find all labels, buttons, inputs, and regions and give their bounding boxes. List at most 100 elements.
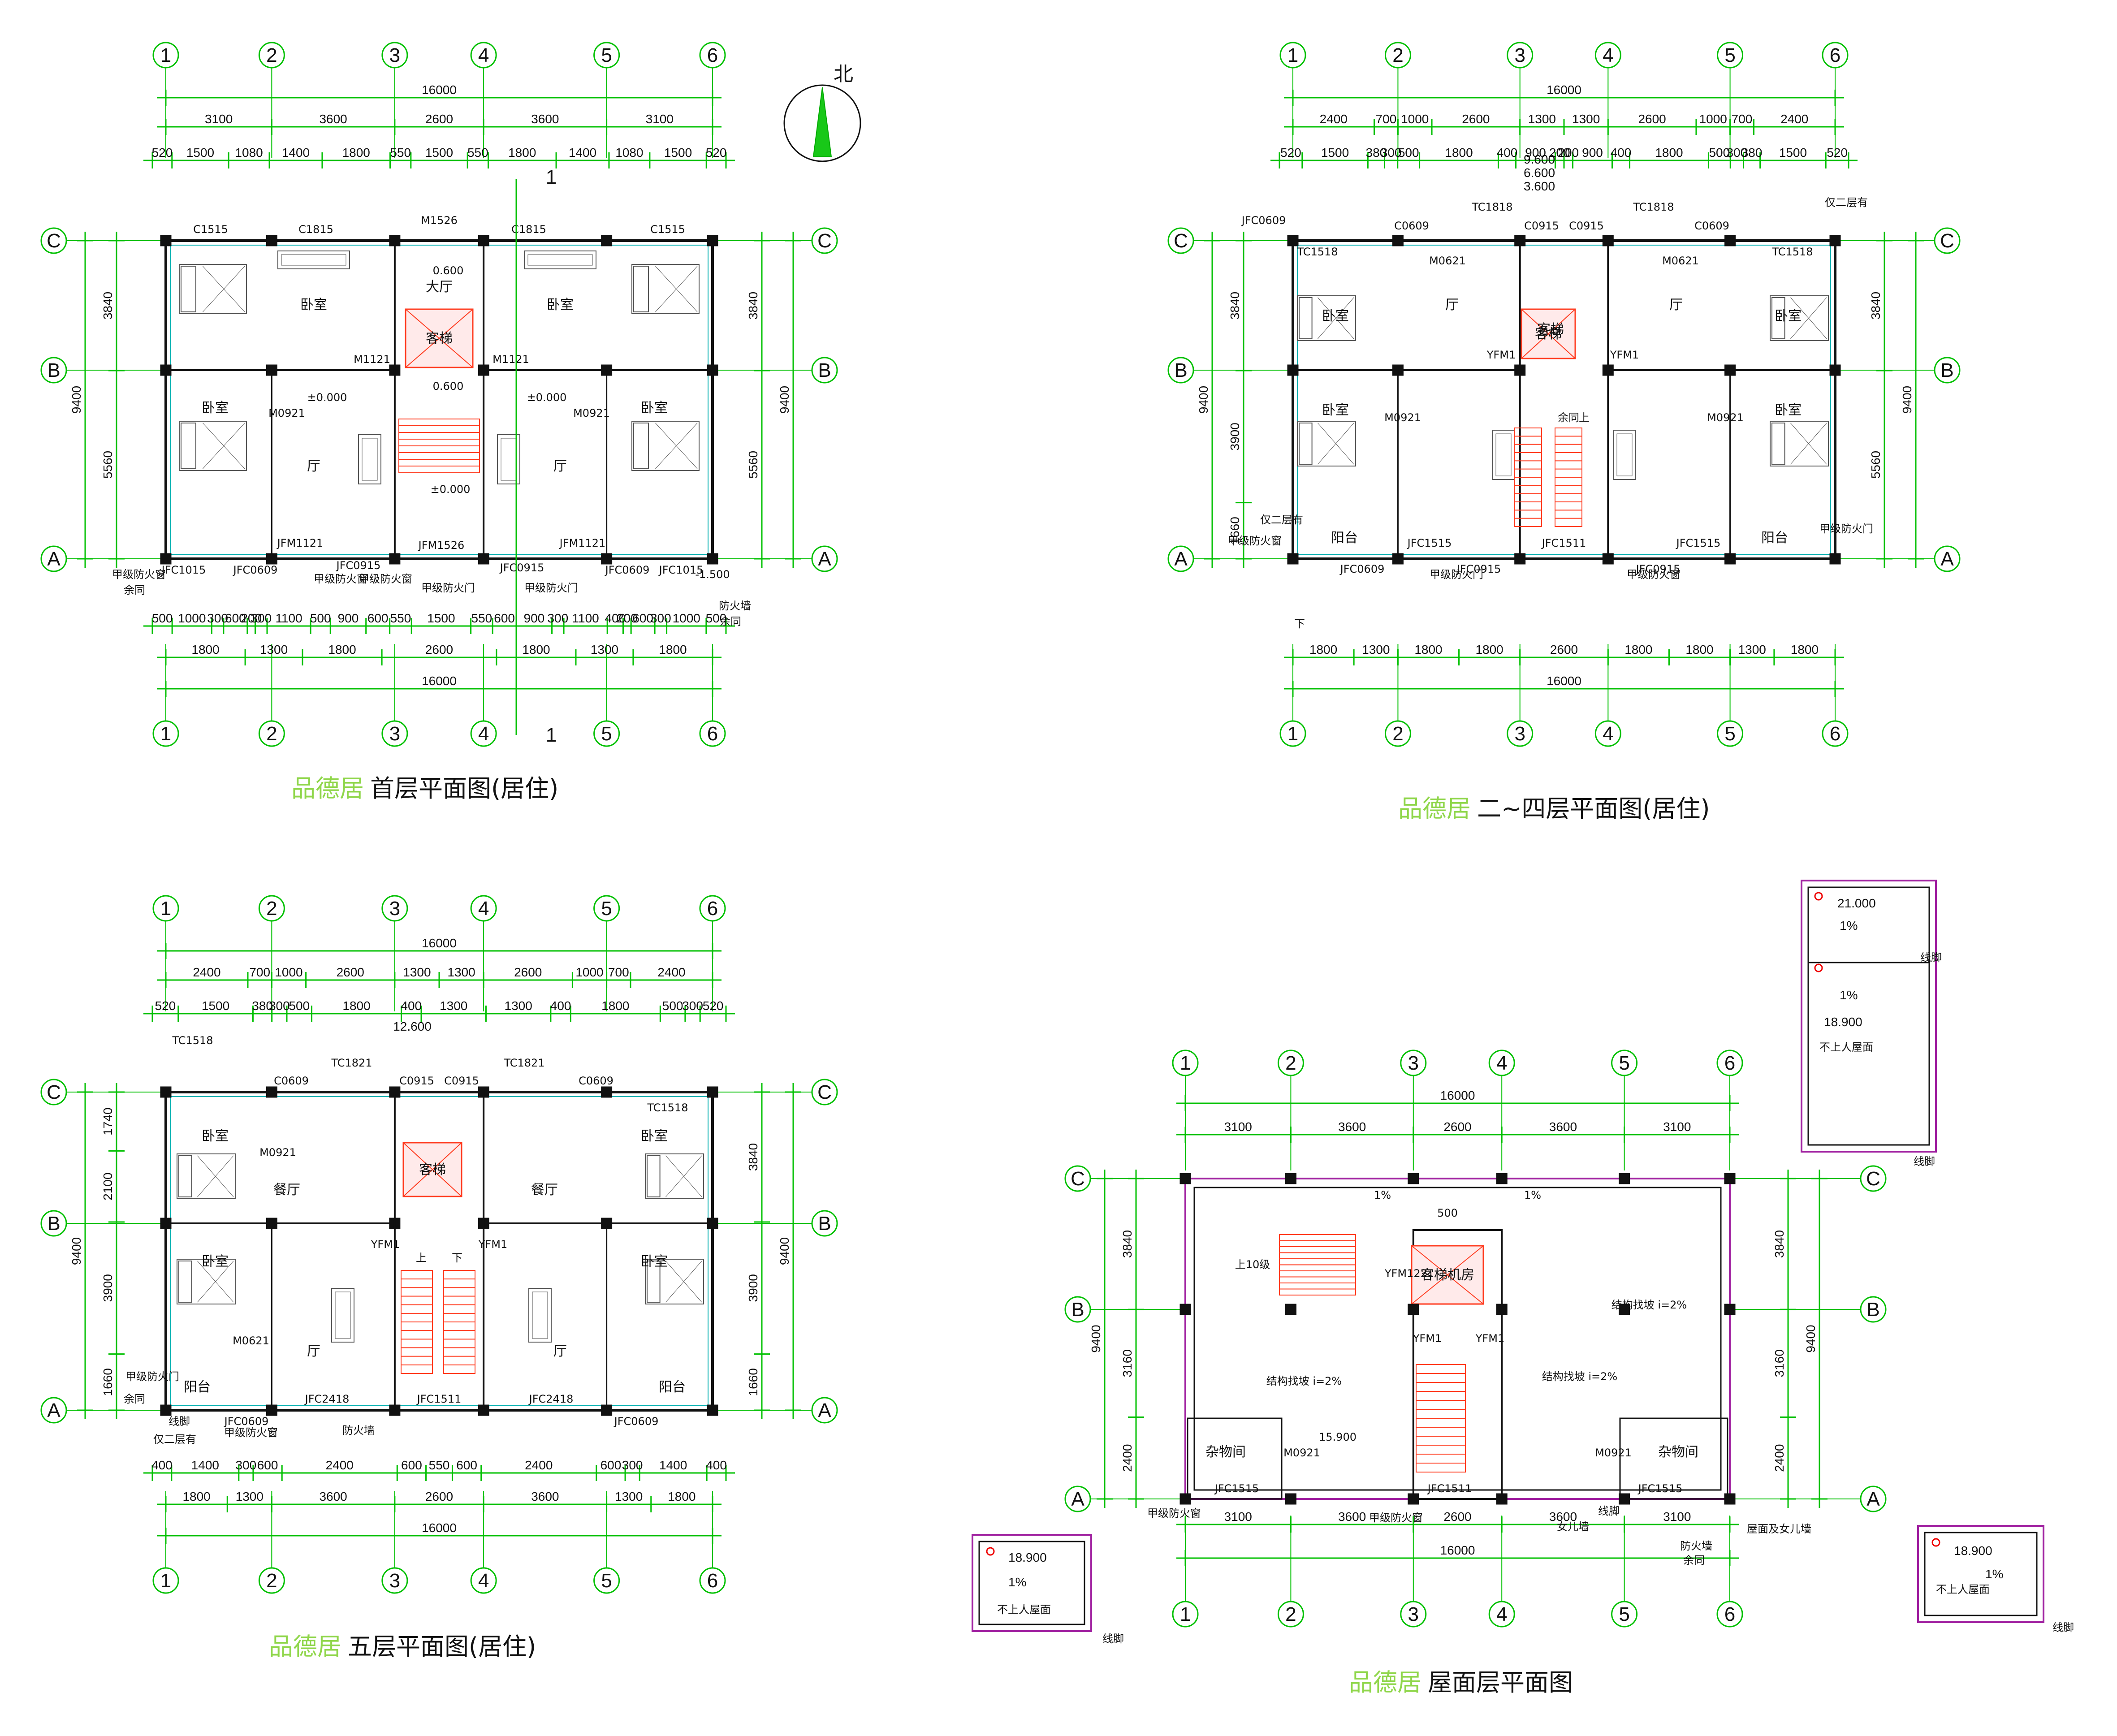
axis-label: A (1174, 548, 1188, 570)
stair-icon (1279, 1234, 1356, 1296)
axis-label: 4 (478, 44, 489, 66)
detail-slope: 1% (1985, 1567, 2003, 1581)
bed-frame (1770, 421, 1829, 466)
annotation-label: 500 (1437, 1207, 1458, 1219)
column (1392, 235, 1404, 246)
dimension-value: 3840 (746, 1143, 760, 1171)
column (160, 553, 172, 565)
bed-sheet (1790, 297, 1827, 339)
dimension-value: 500 (1709, 146, 1730, 160)
annotation-label: 1% (1374, 1189, 1391, 1201)
axis-label: C (1071, 1168, 1085, 1190)
room-label: 卧室 (1322, 308, 1349, 324)
bed-pillow (1299, 297, 1313, 339)
dimension-value: 300 (622, 1458, 643, 1472)
bed-pillow (1299, 423, 1313, 465)
dimension-value: 1800 (522, 643, 550, 656)
annotation-label: JFC0915 (1635, 563, 1681, 575)
column (1287, 364, 1299, 376)
axis-label: 3 (1514, 44, 1525, 66)
room-label: 杂物间 (1658, 1444, 1698, 1460)
sofa-icon (528, 1288, 552, 1343)
annotation-label: YFM1 (371, 1238, 400, 1251)
detail-elevation: 18.900 (1954, 1544, 1992, 1558)
dimension-value: 2600 (425, 112, 453, 126)
annotation-label: 甲级防火门 (125, 1370, 179, 1383)
elevator-cross (403, 1142, 462, 1197)
axis-label: B (47, 1213, 60, 1235)
annotation-label: C0915 (1569, 220, 1604, 232)
stair-icon (401, 1270, 433, 1374)
column (160, 235, 172, 246)
dimension-value: 520 (1280, 146, 1301, 160)
annotation-label: 仅二层有 (1260, 514, 1303, 526)
dimension-value: 2600 (337, 965, 364, 979)
dimension-value: 400 (1611, 146, 1632, 160)
elevator-cross (405, 309, 473, 368)
dimension-value: 700 (608, 965, 629, 979)
dimension-value: 600 (257, 1458, 278, 1472)
column (1724, 1493, 1736, 1505)
dimension-value: 1660 (1228, 517, 1242, 544)
room-label: 阳台 (659, 1379, 686, 1395)
axis-label: 2 (266, 898, 277, 920)
dimension-value: 3900 (746, 1274, 760, 1302)
dimension-value: 1300 (1572, 112, 1600, 126)
bed-sheet (665, 1261, 702, 1303)
dimension-value: 520 (703, 999, 724, 1013)
annotation-label: ±0.000 (307, 391, 347, 404)
room-label: 杂物间 (1205, 1444, 1246, 1460)
dimension-value: 1080 (235, 146, 263, 160)
axis-label: B (1940, 359, 1953, 381)
brand-label: 品德居 (291, 774, 364, 803)
room-label: 阳台 (1761, 530, 1788, 546)
dimension-value: 16000 (422, 83, 457, 97)
column (1619, 1304, 1630, 1315)
room-label: 客梯 (1537, 322, 1564, 337)
bed-frame (179, 264, 247, 314)
dimension-value: 2100 (101, 1173, 115, 1201)
room-label: 厅 (553, 1343, 567, 1359)
sofa-cushion (527, 254, 593, 266)
column (707, 364, 718, 376)
annotation-label: YFM1 (1475, 1332, 1504, 1345)
dimension-value: 1500 (1321, 146, 1349, 160)
dimension-value: 3600 (531, 1490, 559, 1503)
dimension-value: 500 (1398, 146, 1419, 160)
dimension-value: 300 (1381, 146, 1402, 160)
stair-frame (1514, 428, 1542, 527)
room-label: 餐厅 (273, 1182, 300, 1198)
dimension-value: 200 (1549, 146, 1570, 160)
detail-slope: 1% (1008, 1575, 1026, 1589)
detail-note: 不上人屋面 (1819, 1041, 1873, 1054)
elevation-value: 3.600 (1524, 179, 1555, 193)
plan-title: 品德居首层平面图(居住) (291, 769, 558, 804)
annotation-label: C0915 (1524, 220, 1559, 232)
annotation-label: 余同 (1683, 1554, 1705, 1567)
annotation-label: M0621 (1662, 255, 1699, 267)
dimension-value: 1500 (425, 146, 453, 160)
bed-frame (179, 421, 247, 471)
dimension-value: 16000 (1440, 1543, 1475, 1557)
dimension-value: 400 (605, 611, 626, 625)
elevation-value: 6.600 (1524, 166, 1555, 180)
bed-sheet (655, 423, 698, 469)
axis-label: 1 (1180, 1052, 1191, 1074)
axis-label: C (817, 1081, 832, 1103)
bed-pillow (1771, 423, 1785, 465)
axis-label: 3 (389, 44, 400, 66)
annotation-label: JFC2418 (528, 1393, 574, 1405)
dimension-value: 1800 (668, 1490, 696, 1503)
dimension-value: 2400 (1320, 112, 1348, 126)
column (1829, 553, 1841, 565)
bed-icon (631, 264, 700, 314)
axis-label: 3 (389, 1570, 400, 1592)
stair-frame (401, 1270, 433, 1374)
column (1829, 364, 1841, 376)
axis-label: A (47, 1399, 60, 1421)
column (1408, 1173, 1419, 1184)
dimension-value: 9400 (778, 1237, 791, 1265)
elevator-cross (1521, 309, 1576, 359)
